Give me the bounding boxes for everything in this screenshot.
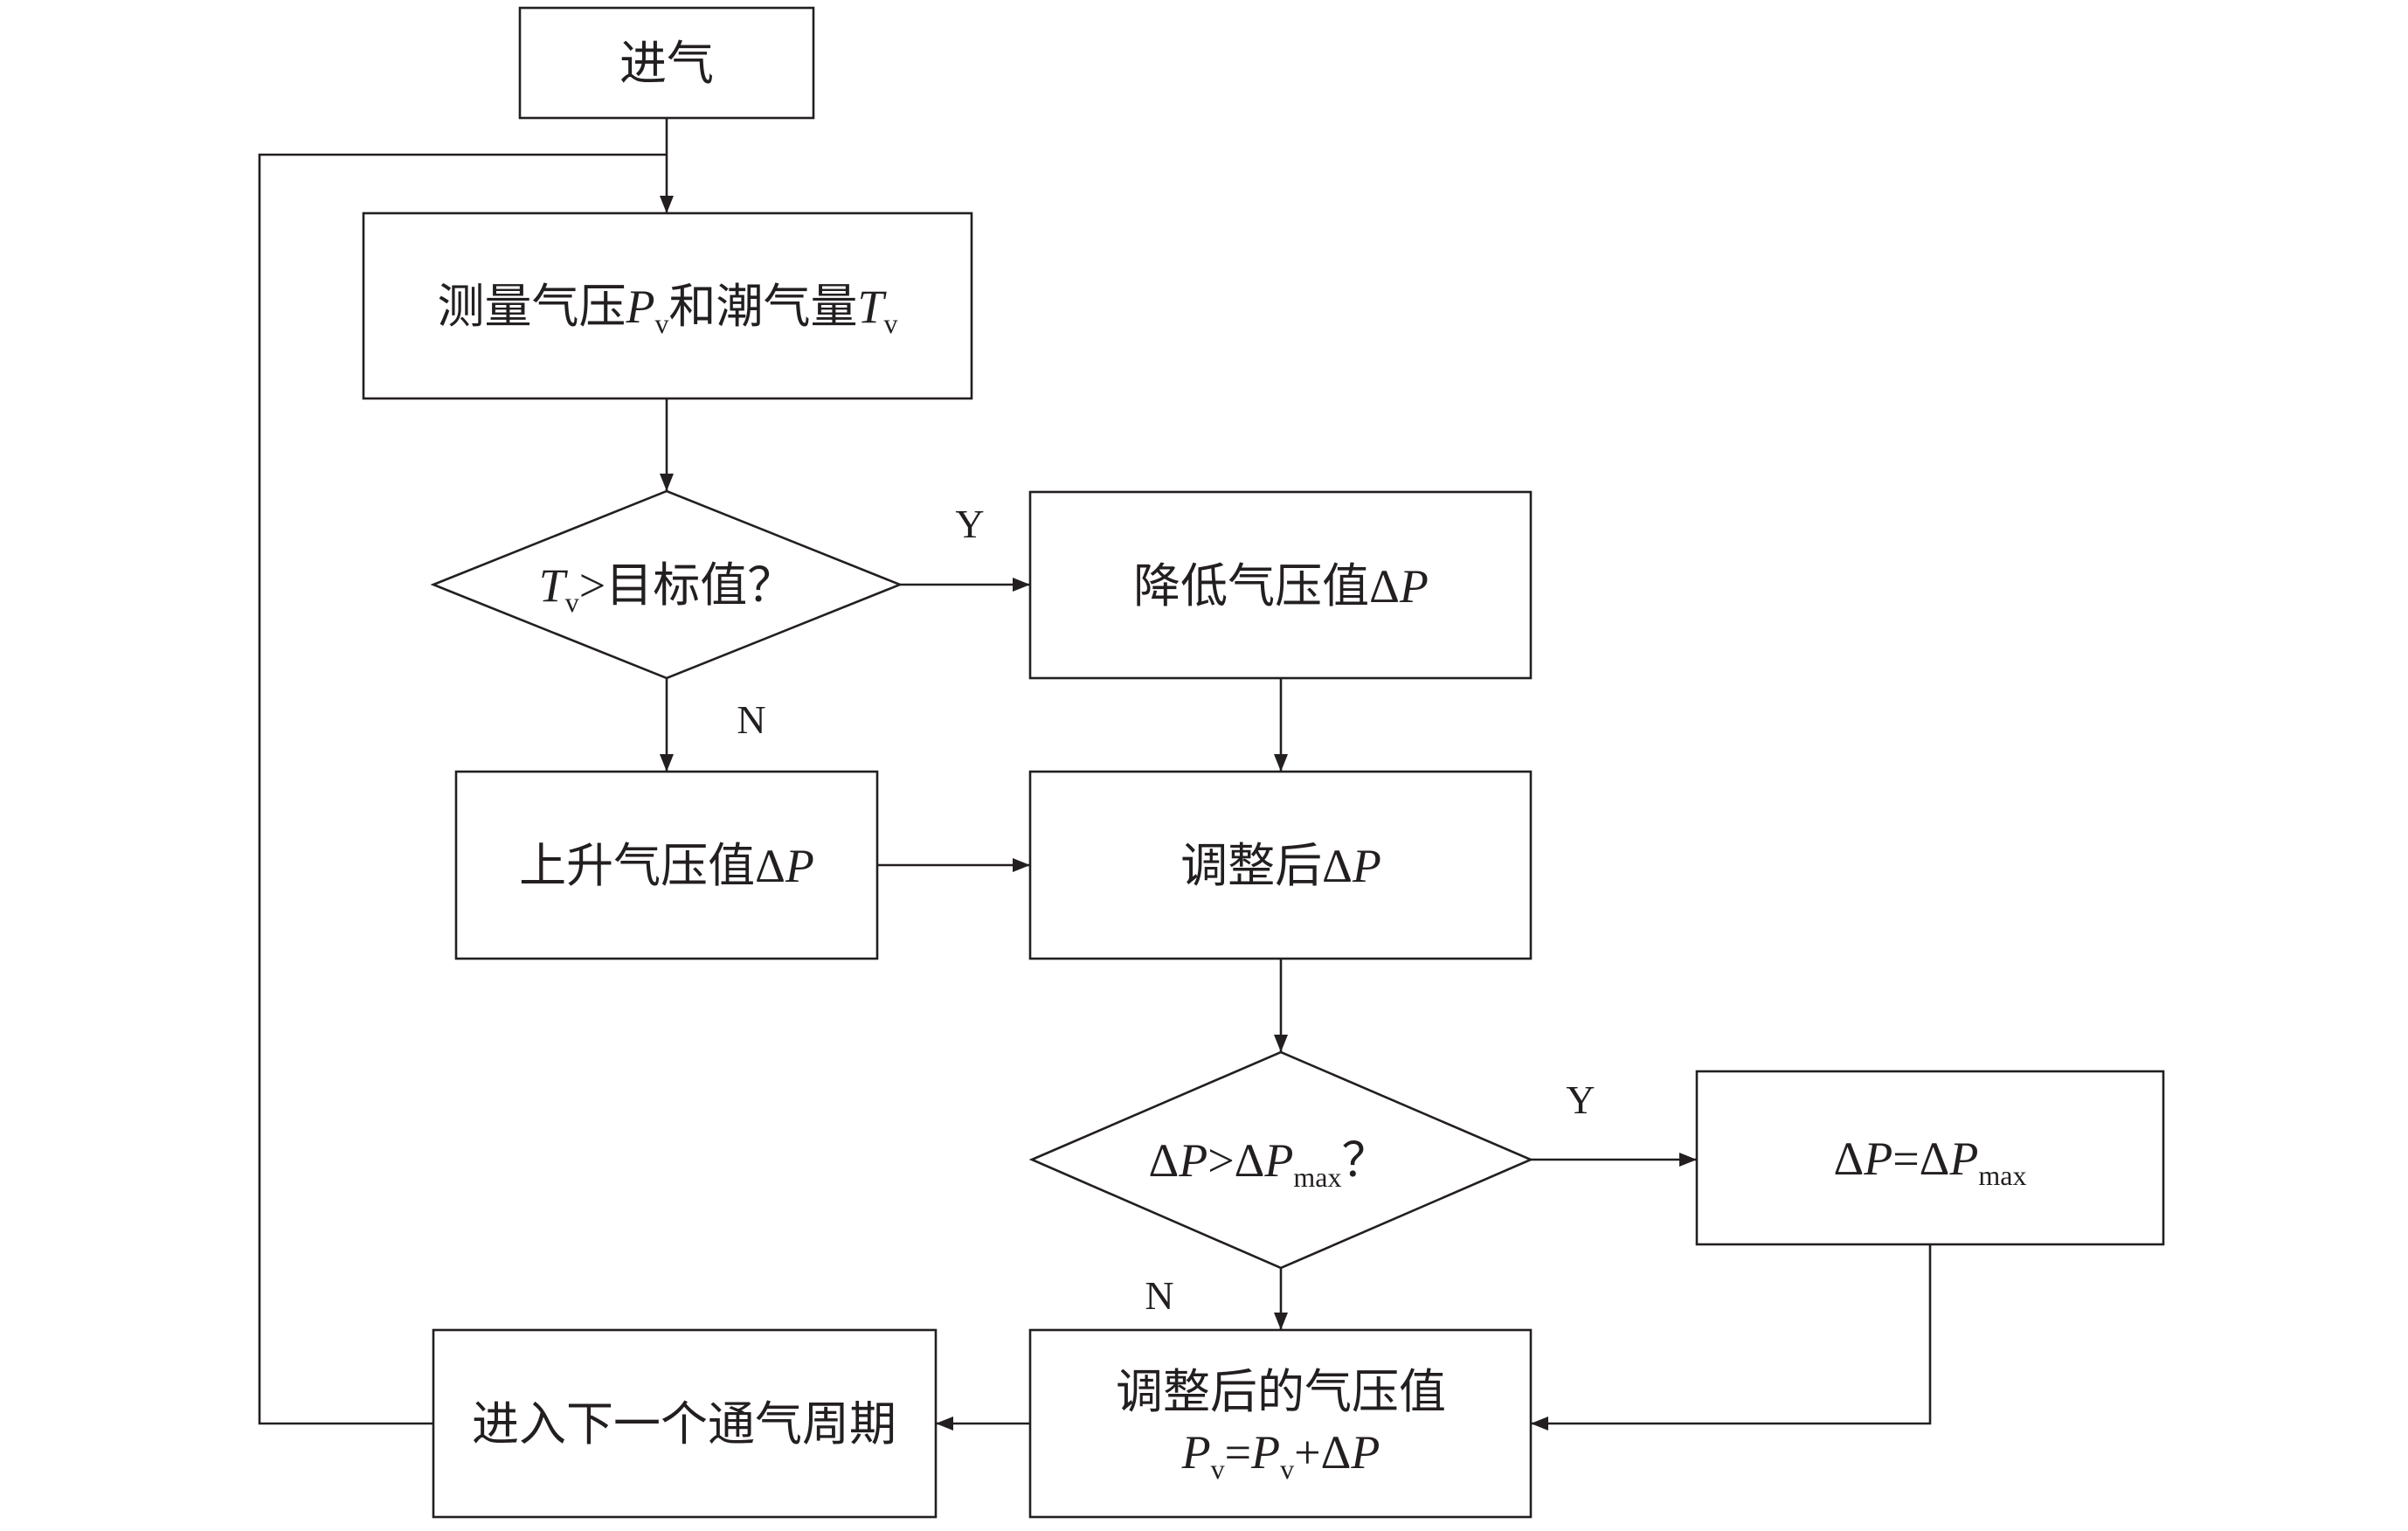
branch-label-max-yes: Y xyxy=(1566,1077,1595,1122)
check-max-gt: >Δ xyxy=(1207,1134,1264,1187)
branch-label-max-no: N xyxy=(1145,1273,1173,1318)
adjusted-pressure-plus: +Δ xyxy=(1294,1426,1351,1479)
node-decrease: 降低气压值ΔP xyxy=(1028,490,1533,680)
node-measure-label: 测量气压Pv和潮气量Tv xyxy=(437,281,897,339)
check-moisture-text: >目标值？ xyxy=(579,559,794,612)
branch-label-moisture-no: N xyxy=(737,697,765,742)
node-check-max: ΔP>ΔPmax？ xyxy=(1028,1050,1534,1270)
node-intake: 进气 xyxy=(518,6,815,120)
node-clamp: ΔP=ΔPmax xyxy=(1695,1070,2165,1246)
adjusted-pressure-line1: 调整后的气压值 xyxy=(1116,1366,1446,1418)
clamp-delta: Δ xyxy=(1833,1133,1864,1185)
node-check-moisture-label: Tv>目标值？ xyxy=(539,559,795,618)
adjusted-delta-symbol-p: P xyxy=(1352,840,1381,892)
node-increase: 上升气压值ΔP xyxy=(454,770,879,960)
adjusted-pressure-symbol-p1: P xyxy=(1181,1426,1211,1479)
adjusted-delta-text: 调整后Δ xyxy=(1180,840,1353,892)
check-max-subscript-max: max xyxy=(1293,1161,1341,1193)
increase-symbol-p: P xyxy=(785,840,814,892)
check-moisture-symbol-t: T xyxy=(539,559,569,612)
node-measure: 测量气压Pv和潮气量Tv xyxy=(362,211,973,400)
decrease-symbol-p: P xyxy=(1399,560,1429,613)
loop-back-line xyxy=(258,153,667,1425)
node-adjusted-pressure: 调整后的气压值 Pv=Pv+ΔP xyxy=(1028,1328,1533,1519)
node-adjusted-delta: 调整后ΔP xyxy=(1028,770,1533,960)
increase-text: 上升气压值Δ xyxy=(519,840,785,892)
node-decrease-label: 降低气压值ΔP xyxy=(1133,560,1429,613)
measure-symbol-t: T xyxy=(857,281,887,333)
check-max-delta: Δ xyxy=(1148,1134,1179,1187)
adjusted-pressure-subscript-2: v xyxy=(1280,1453,1294,1485)
node-intake-label: 进气 xyxy=(619,38,714,90)
measure-text-a: 测量气压 xyxy=(437,281,626,333)
measure-subscript-p: v xyxy=(654,308,668,339)
adjusted-pressure-subscript-1: v xyxy=(1211,1453,1225,1485)
clamp-subscript-max: max xyxy=(1978,1160,2026,1191)
clamp-symbol-p1: P xyxy=(1863,1133,1892,1185)
check-max-question: ？ xyxy=(1342,1134,1389,1187)
adjusted-pressure-symbol-p2: P xyxy=(1250,1426,1280,1479)
adjusted-pressure-eq: = xyxy=(1225,1426,1251,1479)
node-next-cycle: 进入下一个通气周期 xyxy=(432,1328,938,1519)
node-check-max-label: ΔP>ΔPmax？ xyxy=(1148,1134,1388,1193)
measure-symbol-p: P xyxy=(625,281,654,333)
node-increase-label: 上升气压值ΔP xyxy=(519,840,814,892)
node-check-moisture: Tv>目标值？ xyxy=(430,489,903,680)
check-max-symbol-p1: P xyxy=(1178,1134,1207,1187)
adjusted-pressure-symbol-p3: P xyxy=(1350,1426,1380,1479)
decrease-text: 降低气压值Δ xyxy=(1133,560,1400,613)
arrow-clamp-to-adjusted-pressure xyxy=(1531,1244,1932,1431)
node-adjusted-delta-label: 调整后ΔP xyxy=(1180,840,1381,892)
node-next-cycle-label: 进入下一个通气周期 xyxy=(472,1398,896,1451)
adjusted-pressure-line2: Pv=Pv+ΔP xyxy=(1181,1426,1380,1485)
check-moisture-subscript-t: v xyxy=(565,586,579,618)
measure-text-b: 和潮气量 xyxy=(668,281,857,333)
check-max-symbol-p2: P xyxy=(1263,1134,1293,1187)
node-clamp-label: ΔP=ΔPmax xyxy=(1833,1133,2026,1191)
measure-subscript-t: v xyxy=(884,308,898,339)
clamp-symbol-p2: P xyxy=(1948,1133,1978,1185)
clamp-eq: =Δ xyxy=(1892,1133,1949,1185)
branch-label-moisture-yes: Y xyxy=(955,502,984,546)
